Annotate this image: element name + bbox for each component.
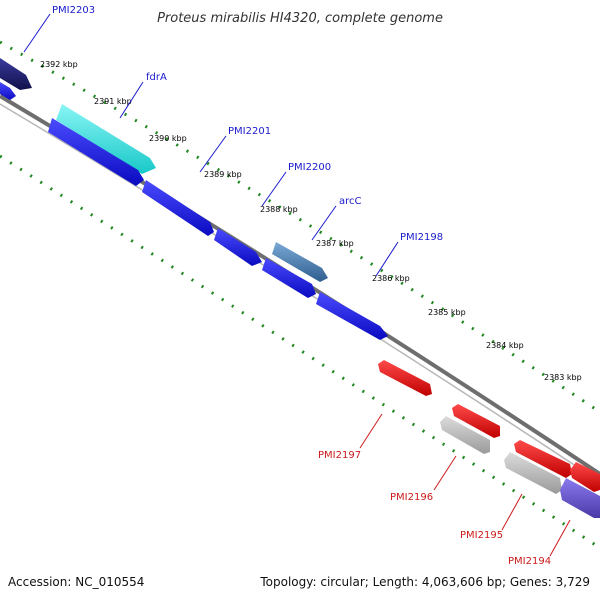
gene-pmi2196-arrow[interactable]	[440, 416, 490, 454]
leader-pmi2200	[261, 171, 287, 207]
leader-fdra	[119, 81, 144, 119]
gene-pmi2197-arrow[interactable]	[378, 360, 432, 396]
gene-label-pmi2194[interactable]: PMI2194	[508, 556, 551, 567]
leader-pmi2198	[375, 241, 399, 277]
gene-pmi2203-lower-arrow[interactable]	[0, 82, 16, 100]
genome-summary-text: Topology: circular; Length: 4,063,606 bp…	[259, 575, 590, 589]
gene-fdra-arrow[interactable]	[56, 104, 156, 174]
tick-label-2390: 2390 kbp	[149, 134, 187, 143]
tick-label-2389: 2389 kbp	[204, 170, 242, 179]
leader-pmi2195	[501, 493, 523, 531]
leader-arcc	[311, 205, 337, 241]
leader-pmi2201	[199, 135, 227, 173]
tick-label-2384: 2384 kbp	[486, 341, 524, 350]
gene-label-pmi2195[interactable]: PMI2195	[460, 530, 503, 541]
leader-pmi2196	[433, 455, 457, 491]
leader-pmi2194	[549, 519, 571, 557]
tick-label-2386: 2386 kbp	[372, 274, 410, 283]
tick-label-2388: 2388 kbp	[260, 205, 298, 214]
gene-pmi2200-arrow[interactable]	[142, 180, 214, 236]
gene-pmi2198a-arrow[interactable]	[262, 258, 316, 298]
tick-label-2385: 2385 kbp	[428, 308, 466, 317]
gene-label-arcc[interactable]: arcC	[339, 196, 362, 207]
tick-label-2392: 2392 kbp	[40, 60, 78, 69]
gene-arcc-arrow[interactable]	[272, 242, 328, 282]
gene-pmi2200b-arrow[interactable]	[214, 228, 262, 266]
gene-pmi2203-arrow[interactable]	[0, 58, 32, 90]
gene-pmi2201-arrow[interactable]	[48, 118, 144, 186]
gene-label-pmi2201[interactable]: PMI2201	[228, 126, 271, 137]
gene-pmi2194-red-arrow[interactable]	[570, 462, 600, 492]
gene-pmi2198-arrow[interactable]	[316, 292, 388, 340]
gene-pmi2195-arrow[interactable]	[504, 452, 562, 494]
accession-text: Accession: NC_010554	[8, 575, 144, 589]
gene-pmi2196-red-arrow[interactable]	[452, 404, 500, 438]
tick-ring-outer	[0, 40, 600, 414]
gene-label-pmi2198[interactable]: PMI2198	[400, 232, 443, 243]
leader-pmi2197	[359, 413, 383, 449]
gene-pmi2195-red-arrow[interactable]	[514, 440, 572, 478]
gene-label-pmi2200[interactable]: PMI2200	[288, 162, 331, 173]
tick-label-2391: 2391 kbp	[94, 97, 132, 106]
gene-pmi2194-arrow[interactable]	[560, 478, 600, 518]
gene-label-pmi2203[interactable]: PMI2203	[52, 5, 95, 16]
map-title: Proteus mirabilis HI4320, complete genom…	[157, 11, 443, 26]
tick-label-2383: 2383 kbp	[544, 373, 582, 382]
tick-ring-inner	[0, 154, 600, 550]
gene-label-fdra[interactable]: fdrA	[146, 72, 167, 83]
gene-label-pmi2197[interactable]: PMI2197	[318, 450, 361, 461]
gene-label-pmi2196[interactable]: PMI2196	[390, 492, 433, 503]
tick-label-2387: 2387 kbp	[316, 239, 354, 248]
leader-pmi2203	[23, 13, 51, 53]
